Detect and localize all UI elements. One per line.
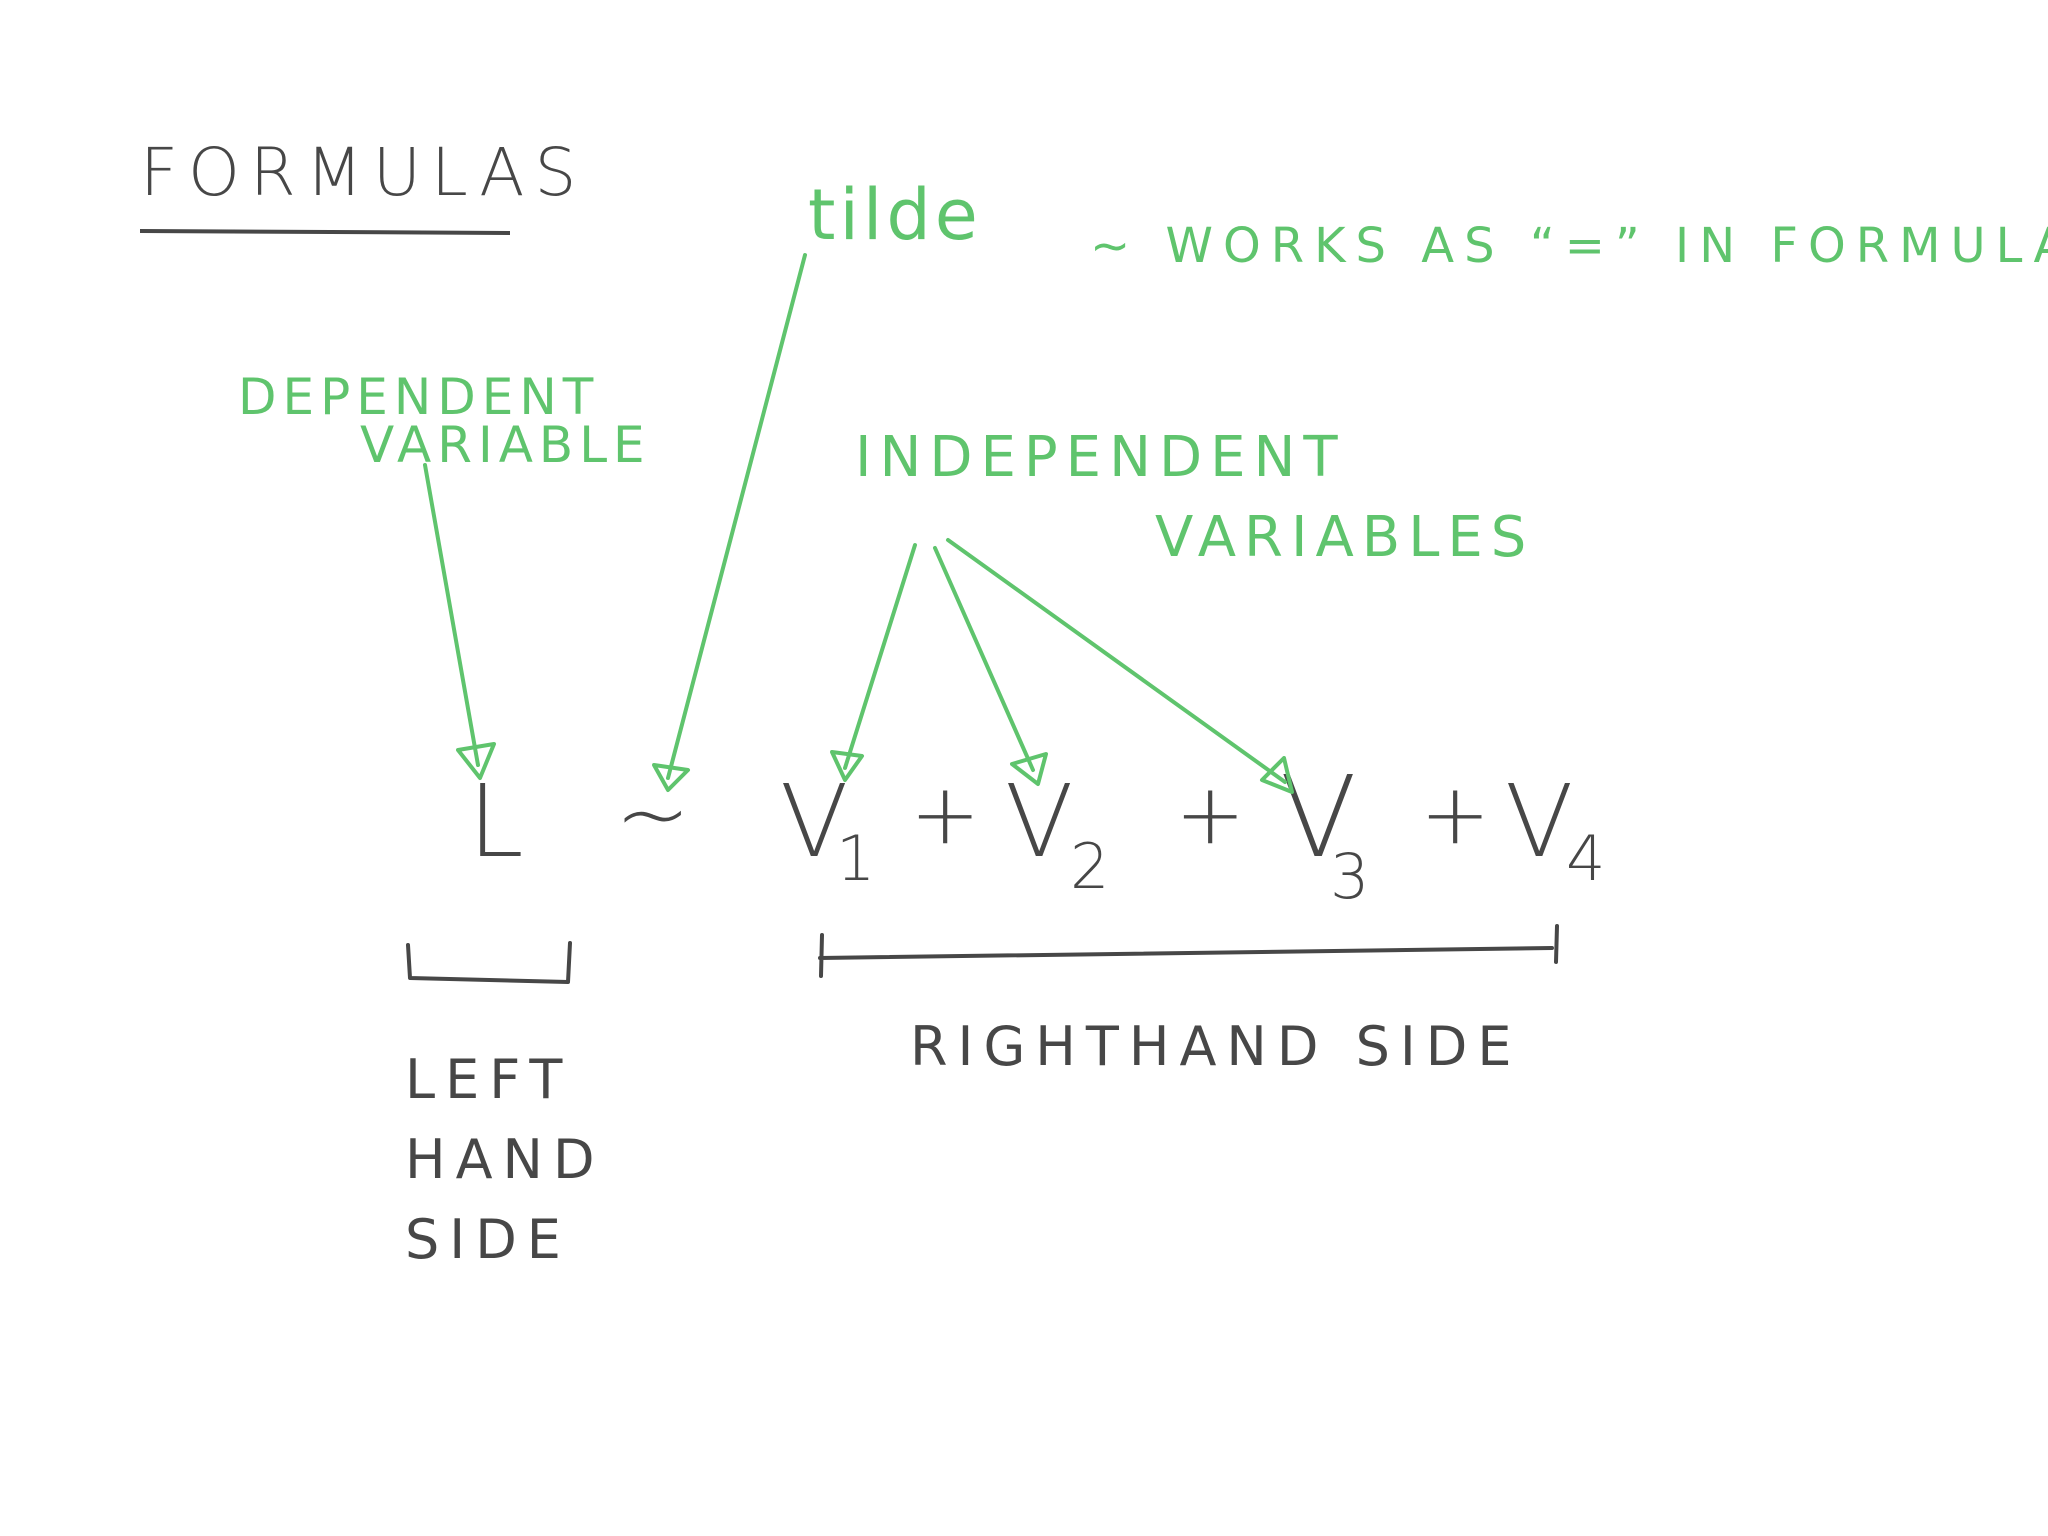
lhs-bracket [406, 941, 572, 984]
formula-plus-3: + [1420, 765, 1491, 863]
dependent-arrowhead [456, 742, 496, 780]
dependent-variable-label-line2: VARIABLE [360, 416, 651, 474]
tilde-arrow [666, 253, 807, 780]
page-title: FORMULAS [140, 134, 587, 211]
formula-term-v2: V [1005, 763, 1074, 880]
tilde-annotation-word: tilde [808, 174, 982, 256]
tilde-annotation-note: ~ WORKS AS “=” IN FORMULA [1090, 218, 2048, 274]
formula-term-v3: V [1280, 753, 1357, 883]
dependent-variable-label-line1: DEPENDENT [238, 368, 600, 426]
tilde-arrowhead [652, 763, 690, 792]
independent-variables-label-line1: INDEPENDENT [855, 425, 1346, 490]
formula-term-v1: V [780, 763, 849, 880]
formula-subscript-2: 2 [1070, 830, 1110, 903]
formula-subscript-4: 4 [1566, 822, 1606, 895]
formula-tilde: ~ [615, 762, 691, 867]
independent-arrow-v1 [843, 543, 917, 770]
independent-arrowhead-v2 [1010, 752, 1048, 786]
formula-plus-2: + [1175, 765, 1246, 863]
independent-arrowhead-v3 [1260, 756, 1294, 794]
formula-term-v4: V [1505, 763, 1574, 880]
formula-plus-1: + [910, 765, 981, 863]
formula-subscript-3: 3 [1330, 840, 1370, 913]
rhs-bracket [818, 924, 1559, 978]
independent-variables-label-line2: VARIABLES [1155, 505, 1535, 570]
formula-lhs-term: L [468, 763, 524, 880]
left-hand-side-label: LEFT HAND SIDE [405, 1048, 605, 1271]
dependent-arrow [423, 463, 480, 767]
independent-arrowhead-v1 [830, 750, 864, 782]
formula-subscript-1: 1 [836, 822, 876, 895]
independent-arrow-v3 [946, 538, 1287, 784]
independent-arrow-v2 [933, 546, 1035, 772]
right-hand-side-label: RIGHTHAND SIDE [910, 1015, 1522, 1078]
